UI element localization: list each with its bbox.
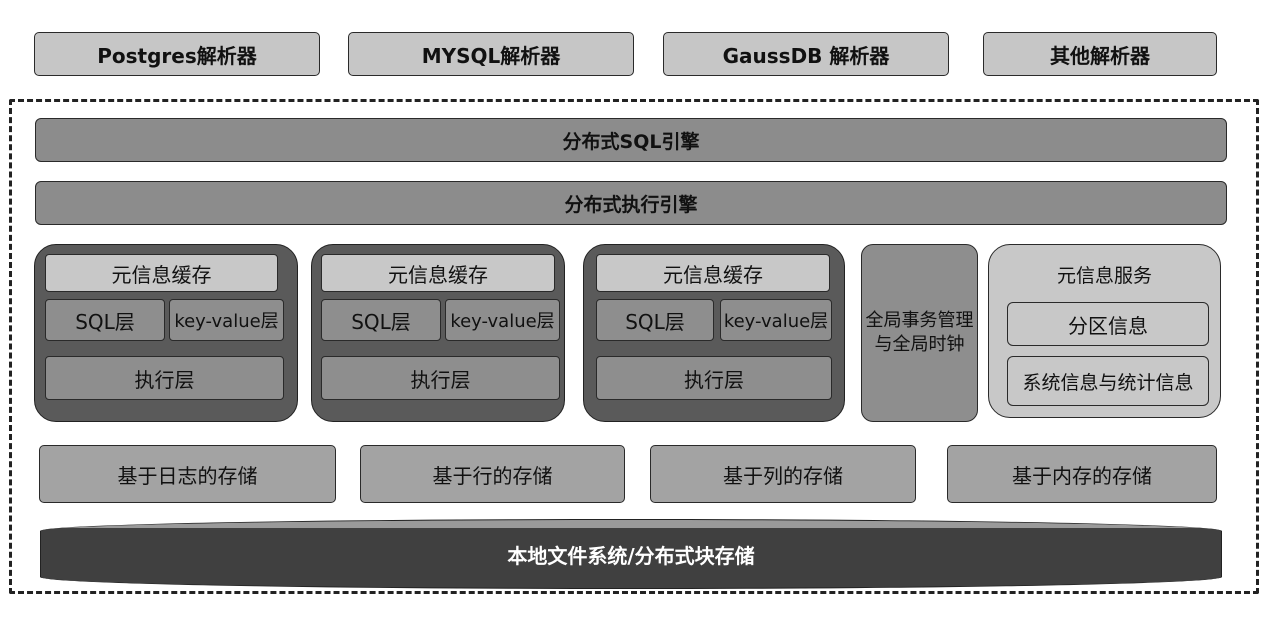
row-based-storage: 基于行的存储 [360,445,625,503]
node-1-kv-layer: key-value层 [169,299,284,341]
database-boundary-frame [9,99,1259,594]
partition-info: 分区信息 [1007,302,1209,346]
filesystem-block-storage: 本地文件系统/分布式块存储 [40,519,1222,589]
node-1-exec-layer: 执行层 [45,356,284,400]
memory-based-storage: 基于内存的存储 [947,445,1217,503]
gaussdb-parser: GaussDB 解析器 [663,32,949,76]
log-based-storage: 基于日志的存储 [39,445,336,503]
node-3-meta-cache: 元信息缓存 [596,254,830,292]
other-parser: 其他解析器 [983,32,1217,76]
node-3-exec-layer: 执行层 [596,356,832,400]
node-3-kv-layer: key-value层 [720,299,832,341]
system-stats-info: 系统信息与统计信息 [1007,356,1209,406]
node-2-kv-layer: key-value层 [445,299,560,341]
distributed-exec-engine: 分布式执行引擎 [35,181,1227,225]
global-txn-clock: 全局事务管理 与全局时钟 [861,244,978,422]
distributed-sql-engine: 分布式SQL引擎 [35,118,1227,162]
node-1-meta-cache: 元信息缓存 [45,254,278,292]
postgres-parser: Postgres解析器 [34,32,320,76]
mysql-parser: MYSQL解析器 [348,32,634,76]
node-3-sql-layer: SQL层 [596,299,714,341]
node-1-sql-layer: SQL层 [45,299,165,341]
node-2-meta-cache: 元信息缓存 [321,254,555,292]
node-2-exec-layer: 执行层 [321,356,560,400]
node-2-sql-layer: SQL层 [321,299,441,341]
column-based-storage: 基于列的存储 [650,445,916,503]
